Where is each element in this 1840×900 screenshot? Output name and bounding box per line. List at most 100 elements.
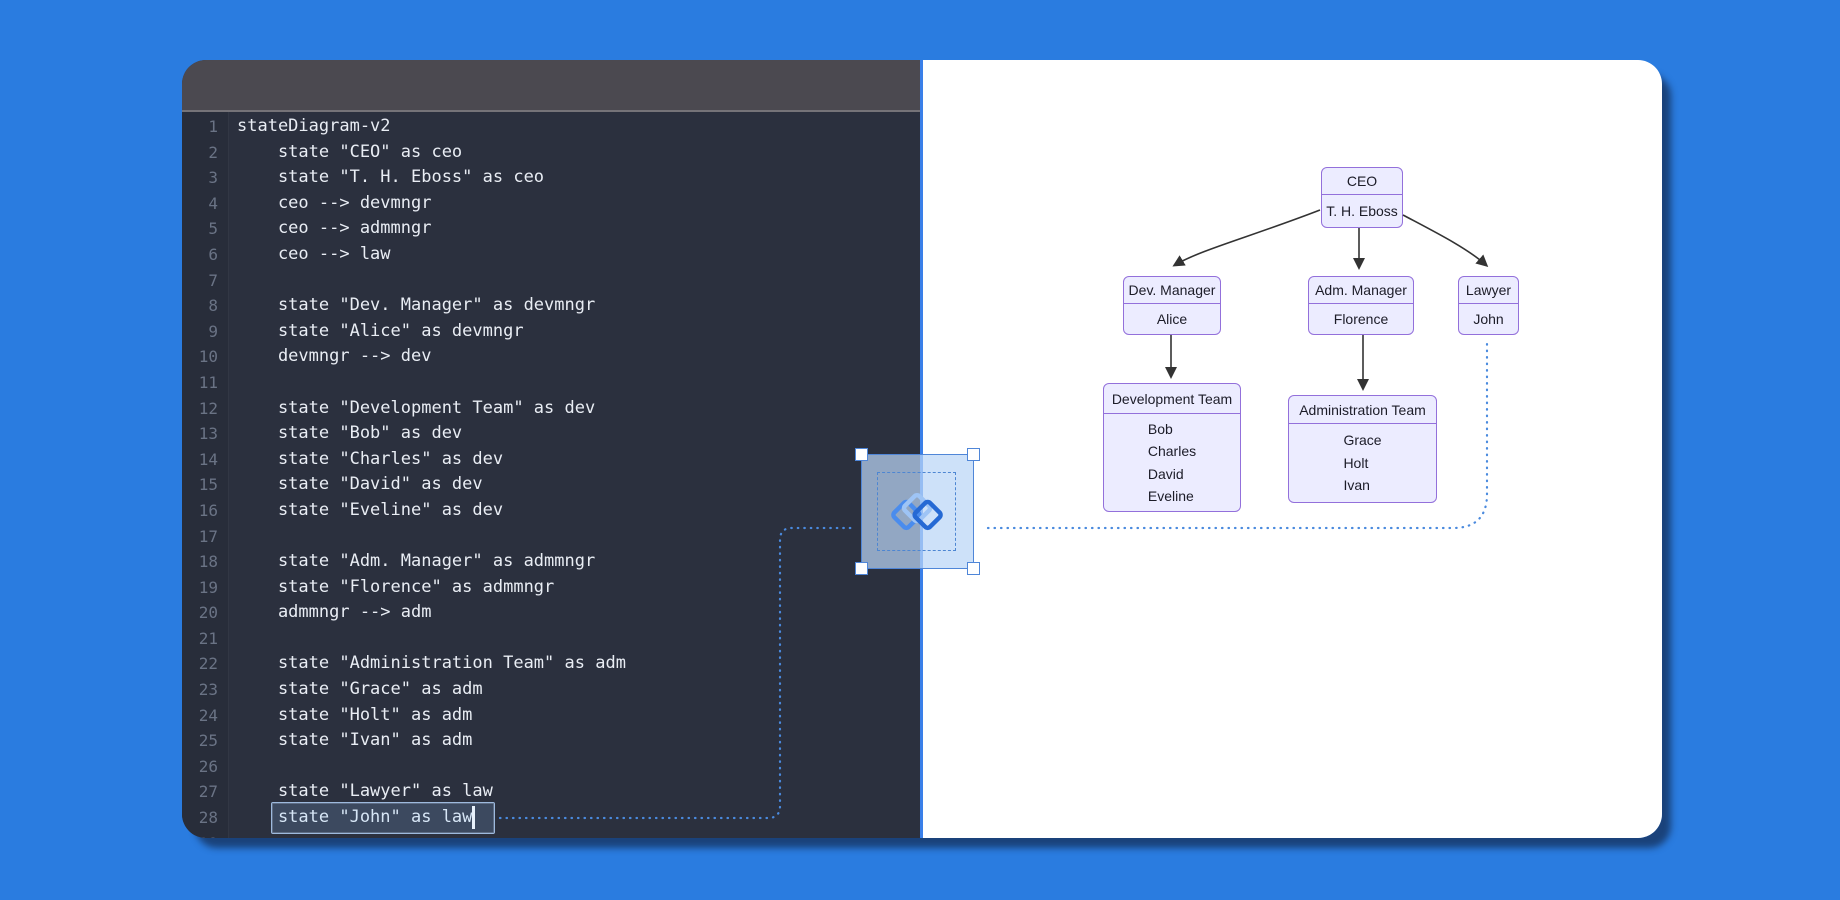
member-name: David (1147, 465, 1184, 482)
resize-handle-top-left[interactable] (855, 448, 868, 461)
node-members: John (1459, 304, 1518, 334)
line-number: 7 (208, 270, 218, 290)
code-line[interactable]: 25 state "Ivan" as adm (182, 728, 920, 754)
node-members: Florence (1309, 304, 1413, 334)
line-number: 11 (198, 372, 218, 392)
code-text: stateDiagram-v2 (237, 116, 391, 136)
code-text: ceo --> devmngr (237, 192, 432, 213)
code-text: devmngr --> dev (237, 346, 432, 367)
member-name: Bob (1147, 420, 1173, 437)
line-number: 23 (198, 680, 218, 700)
line-number: 1 (208, 117, 218, 136)
code-line[interactable]: 15 state "David" as dev (182, 472, 920, 498)
node-title: Administration Team (1289, 396, 1436, 424)
node-members: T. H. Eboss (1322, 195, 1402, 227)
code-text: ceo --> law (237, 243, 391, 264)
code-text: state "Bob" as dev (237, 423, 463, 444)
line-number: 28 (198, 808, 218, 828)
resize-handle-bottom-left[interactable] (855, 562, 868, 575)
code-line[interactable]: 1 stateDiagram-v2 (182, 114, 920, 140)
code-line[interactable]: 7 (182, 268, 920, 294)
node-title: Development Team (1104, 384, 1240, 414)
code-text: state "Dev. Manager" as devmngr (237, 295, 596, 316)
code-line[interactable]: 4 ceo --> devmngr (182, 191, 920, 217)
code-text: state "Charles" as dev (237, 448, 504, 469)
resize-handle-top-right[interactable] (967, 448, 980, 461)
code-line[interactable]: 27 state "Lawyer" as law (182, 779, 920, 805)
icon-selection-box[interactable] (855, 448, 980, 575)
line-number: 26 (198, 756, 218, 776)
member-name: Alice (1156, 310, 1188, 327)
code-line[interactable]: 8 state "Dev. Manager" as devmngr (182, 293, 920, 319)
code-text: state "Ivan" as adm (237, 730, 473, 751)
code-text: ceo --> admmngr (237, 218, 432, 239)
line-number: 24 (198, 705, 218, 725)
member-name: Grace (1343, 432, 1382, 449)
line-number: 25 (198, 731, 218, 751)
line-number: 15 (198, 475, 218, 495)
line-number: 27 (198, 782, 218, 802)
code-text: state "John" as law (237, 807, 473, 828)
pane-divider[interactable] (920, 60, 923, 838)
code-line[interactable]: 19 state "Florence" as admmngr (182, 575, 920, 601)
line-number: 9 (208, 321, 218, 341)
code-text: state "Lawyer" as law (237, 781, 493, 802)
code-line[interactable]: 20 admmngr --> adm (182, 600, 920, 626)
code-line[interactable]: 10 devmngr --> dev (182, 344, 920, 370)
line-number: 18 (198, 552, 218, 572)
line-number: 19 (198, 577, 218, 597)
line-number: 5 (208, 219, 218, 239)
code-text: admmngr --> adm (237, 602, 432, 623)
code-text: state "Eveline" as dev (237, 499, 504, 520)
node-title: Dev. Manager (1124, 277, 1220, 304)
code-line[interactable]: 5 ceo --> admmngr (182, 216, 920, 242)
code-line[interactable]: 21 (182, 626, 920, 652)
code-text: state "Development Team" as dev (237, 397, 596, 418)
node-members: Alice (1124, 304, 1220, 334)
code-line[interactable]: 24 state "Holt" as adm (182, 703, 920, 729)
line-number: 12 (198, 398, 218, 418)
code-text: state "Alice" as devmngr (237, 320, 524, 341)
node-title: CEO (1322, 168, 1402, 195)
line-number: 3 (208, 168, 218, 188)
member-name: Florence (1333, 310, 1389, 327)
code-line[interactable]: 23 state "Grace" as adm (182, 677, 920, 703)
member-name: T. H. Eboss (1326, 202, 1398, 219)
line-number: 21 (198, 628, 218, 648)
resize-handle-bottom-right[interactable] (967, 562, 980, 575)
code-line[interactable]: 17 (182, 524, 920, 550)
code-line[interactable]: 6 ceo --> law (182, 242, 920, 268)
line-number: 14 (198, 449, 218, 469)
member-name: Ivan (1343, 477, 1370, 494)
code-line[interactable]: 2 state "CEO" as ceo (182, 140, 920, 166)
code-line[interactable]: 12 state "Development Team" as dev (182, 396, 920, 422)
code-line[interactable]: 26 (182, 754, 920, 780)
code-line[interactable]: 18 state "Adm. Manager" as admmngr (182, 549, 920, 575)
code-text: state "CEO" as ceo (237, 141, 463, 162)
code-line[interactable]: 3 state "T. H. Eboss" as ceo (182, 165, 920, 191)
line-number: 8 (208, 296, 218, 316)
code-line[interactable]: 28 state "John" as law (182, 802, 920, 835)
code-text: state "Administration Team" as adm (237, 653, 626, 674)
code-line[interactable]: 16 state "Eveline" as dev (182, 498, 920, 524)
line-number: 20 (198, 603, 218, 623)
code-line[interactable]: 29 (182, 831, 920, 838)
member-name: Charles (1147, 443, 1197, 459)
code-line[interactable]: 22 state "Administration Team" as adm (182, 651, 920, 677)
line-number: 13 (198, 424, 218, 444)
code-line[interactable]: 13 state "Bob" as dev (182, 421, 920, 447)
code-line[interactable]: 14 state "Charles" as dev (182, 447, 920, 473)
code-line[interactable]: 11 (182, 370, 920, 396)
code-text: state "Grace" as adm (237, 679, 483, 700)
code-line[interactable]: 9 state "Alice" as devmngr (182, 319, 920, 345)
